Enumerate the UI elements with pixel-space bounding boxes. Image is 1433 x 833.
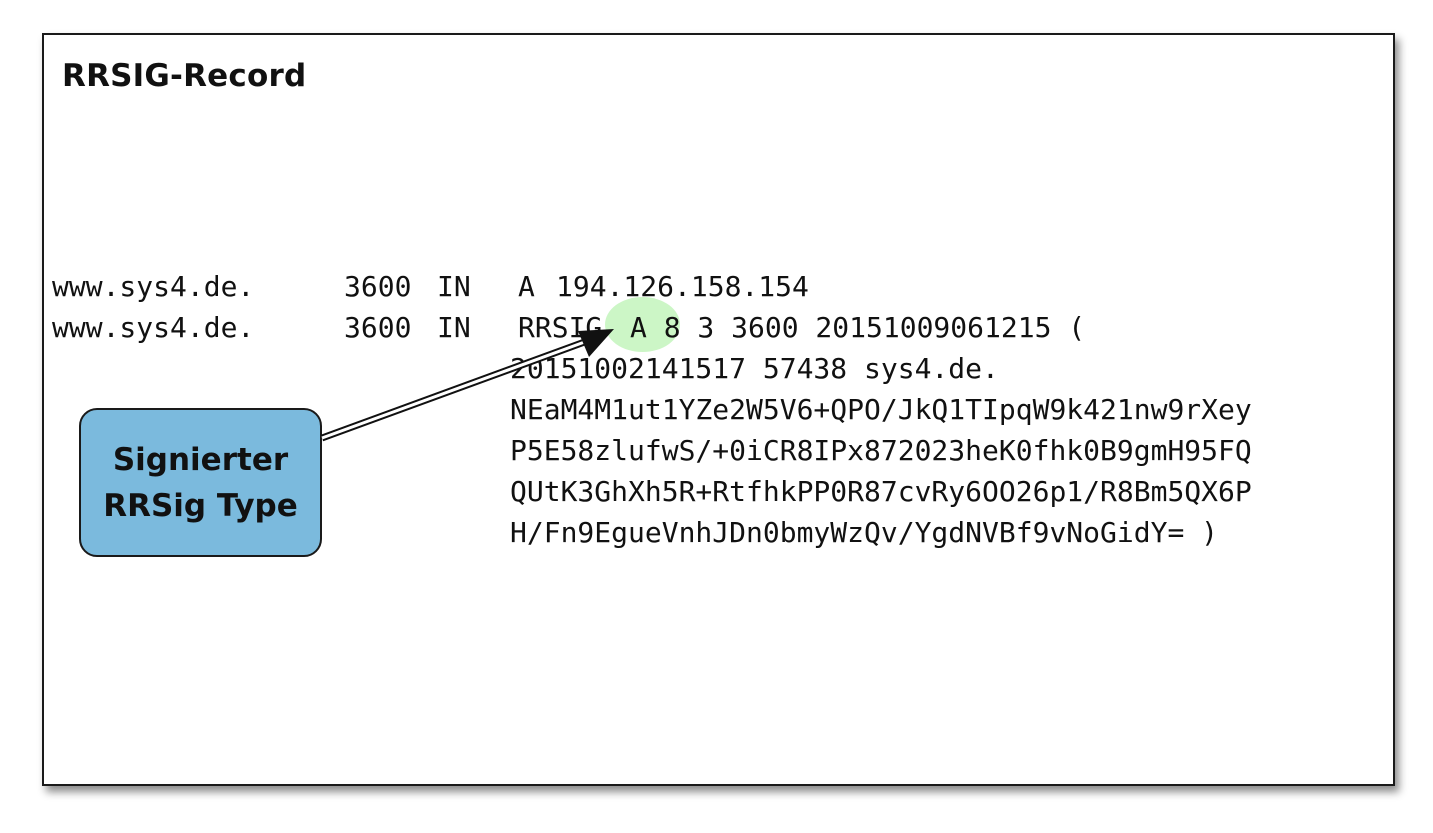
a-record-name: www.sys4.de. [52, 270, 255, 303]
rrsig-record-type: RRSIG [518, 311, 603, 344]
rrsig-rdata-line: P5E58zlufwS/+0iCR8IPx872023heK0fhk0B9gmH… [510, 434, 1252, 467]
type-covered-highlight [605, 297, 680, 352]
a-record-data: 194.126.158.154 [556, 270, 809, 303]
rrsig-rdata-line: 20151002141517 57438 sys4.de. [510, 352, 999, 385]
callout-line-2: RRSig Type [103, 487, 298, 524]
a-record-type: A [518, 270, 535, 303]
callout-box: Signierter RRSig Type [79, 408, 322, 557]
a-record-ttl: 3600 [344, 270, 412, 303]
rrsig-record-ttl: 3600 [344, 311, 412, 344]
rrsig-record-name: www.sys4.de. [52, 311, 255, 344]
rrsig-rdata-line: NEaM4M1ut1YZe2W5V6+QPO/JkQ1TIpqW9k421nw9… [510, 393, 1252, 426]
slide-title: RRSIG-Record [62, 58, 307, 94]
rrsig-rdata-line: H/Fn9EgueVnhJDn0bmyWzQv/YgdNVBf9vNoGidY=… [510, 516, 1219, 549]
rrsig-rdata-line: QUtK3GhXh5R+RtfhkPP0R87cvRy6OO26p1/R8Bm5… [510, 475, 1252, 508]
rrsig-record-class: IN [437, 311, 471, 344]
callout-line-1: Signierter [112, 441, 289, 478]
a-record-class: IN [437, 270, 471, 303]
rrsig-rdata-first: A 8 3 3600 20151009061215 ( [630, 311, 1086, 344]
